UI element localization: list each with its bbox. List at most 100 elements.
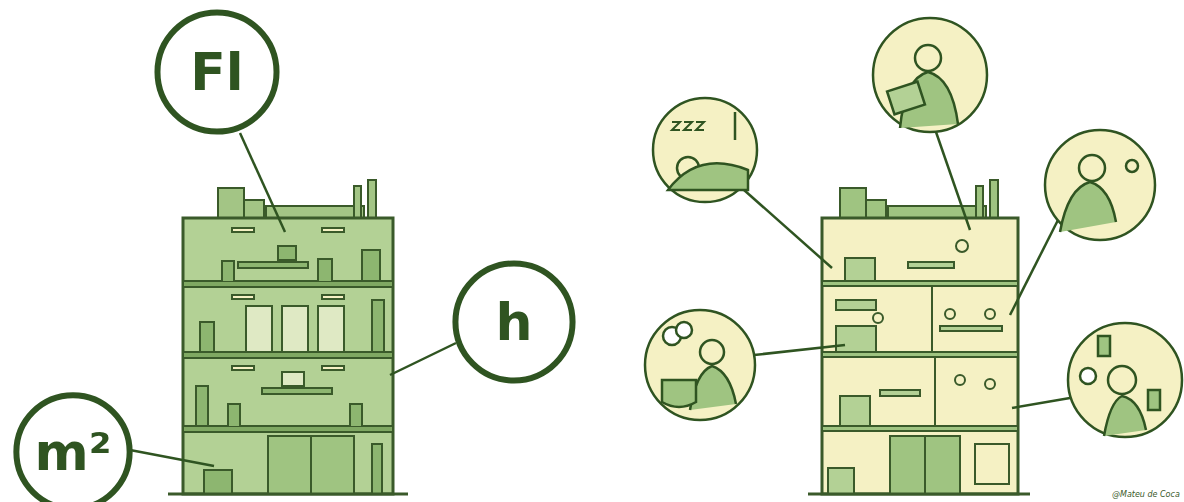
leader-line-part bbox=[1012, 398, 1070, 408]
left-building-part bbox=[372, 444, 382, 494]
vignette-sleeping bbox=[653, 98, 757, 202]
vignette-exercising-part bbox=[1104, 396, 1146, 436]
left-building-part bbox=[268, 436, 354, 494]
right-building-part bbox=[956, 240, 968, 252]
right-building-part bbox=[955, 375, 965, 385]
vignette-eating-part bbox=[1045, 130, 1155, 240]
right-building-part bbox=[880, 390, 920, 396]
right-building-part bbox=[890, 436, 960, 494]
vignette-working bbox=[873, 18, 987, 132]
left-building-part bbox=[362, 250, 380, 281]
leader-line-part bbox=[240, 133, 285, 232]
vignette-exercising-part bbox=[1098, 336, 1110, 356]
circle-shape bbox=[455, 263, 572, 380]
left-building-part bbox=[218, 188, 244, 218]
left-building-part bbox=[282, 306, 308, 352]
vignette-sleeping-part bbox=[653, 98, 757, 202]
callout-circle: Fl bbox=[155, 10, 279, 134]
right-building-part bbox=[873, 313, 883, 323]
right-building-part bbox=[822, 218, 1018, 494]
left-building-part bbox=[368, 180, 376, 218]
left-building-part bbox=[318, 306, 344, 352]
left-building-part bbox=[246, 306, 272, 352]
right-building-part bbox=[945, 309, 955, 319]
leader-line-part bbox=[390, 343, 456, 375]
right-building-part bbox=[976, 186, 983, 218]
vignette-eating-part bbox=[1079, 155, 1105, 181]
left-building-part bbox=[204, 470, 232, 494]
vignette-working-part bbox=[873, 18, 987, 132]
vignette-exercising-part bbox=[1080, 368, 1096, 384]
right-building bbox=[808, 180, 1030, 494]
right-building-part bbox=[828, 468, 854, 494]
left-building-part bbox=[228, 404, 362, 426]
left-building-part bbox=[244, 200, 264, 218]
callout-symbol: Fl bbox=[190, 46, 243, 98]
vignette-eating bbox=[1045, 130, 1155, 240]
vignette-working-part bbox=[915, 45, 941, 71]
left-building-part bbox=[322, 366, 344, 370]
left-building-part bbox=[322, 228, 344, 232]
leader-line bbox=[744, 132, 1070, 408]
watermark: @Mateu de Coca bbox=[1112, 490, 1180, 499]
vignette-cooking bbox=[645, 310, 755, 420]
right-building-part bbox=[866, 200, 886, 218]
right-building-part bbox=[888, 206, 986, 218]
left-building-part bbox=[222, 259, 332, 281]
left-building-part bbox=[196, 386, 208, 426]
vignette-sleeping-part bbox=[672, 122, 704, 130]
right-building-part bbox=[940, 326, 1002, 331]
vignette-eating-part bbox=[1060, 182, 1116, 232]
right-building-part bbox=[840, 396, 870, 426]
leader-line-part bbox=[1010, 220, 1058, 315]
left-building-part bbox=[354, 186, 361, 218]
leader-line-part bbox=[130, 450, 214, 466]
left-building-part bbox=[266, 206, 364, 218]
left-building-part bbox=[232, 295, 254, 299]
circle-shape bbox=[157, 12, 276, 131]
callout-symbol: h bbox=[495, 296, 532, 348]
callout-symbol: m² bbox=[35, 426, 112, 478]
vignette-sleeping-part bbox=[734, 112, 737, 140]
vignette-exercising-part bbox=[1108, 366, 1136, 394]
vignette-sleeping-part bbox=[668, 163, 748, 190]
right-building-part bbox=[990, 180, 998, 218]
vignette-exercising bbox=[1068, 323, 1182, 437]
vignette-working-part bbox=[887, 82, 925, 115]
callout-circle: h bbox=[453, 261, 575, 383]
left-building-part bbox=[372, 300, 384, 352]
right-building-part bbox=[808, 493, 1030, 496]
left-building-part bbox=[232, 228, 254, 232]
left-building-part bbox=[232, 366, 254, 370]
right-building-part bbox=[845, 258, 875, 281]
right-building-part bbox=[840, 188, 866, 218]
left-building-part bbox=[262, 388, 332, 394]
left-building-part bbox=[310, 436, 312, 494]
right-building-part bbox=[934, 357, 936, 426]
right-building-part bbox=[836, 326, 876, 352]
left-building bbox=[168, 180, 408, 494]
vignette-exercising-part bbox=[1068, 323, 1182, 437]
right-building-part bbox=[924, 436, 926, 494]
right-building-part bbox=[836, 300, 876, 310]
leader-line bbox=[130, 133, 456, 466]
left-building-part bbox=[183, 218, 393, 494]
vignette-cooking-part bbox=[645, 310, 755, 420]
right-building-part bbox=[985, 309, 995, 319]
right-building-part bbox=[975, 444, 1009, 484]
right-building-part bbox=[985, 379, 995, 389]
vignette-cooking-part bbox=[676, 322, 692, 338]
vignette-cooking-part bbox=[700, 340, 724, 364]
left-building-part bbox=[278, 246, 296, 260]
left-building-part bbox=[282, 372, 304, 386]
left-building-part bbox=[322, 295, 344, 299]
left-building-part bbox=[200, 322, 214, 352]
vignette-exercising-part bbox=[1148, 390, 1160, 410]
vignette-eating-part bbox=[1126, 160, 1138, 172]
left-building-part bbox=[238, 262, 308, 268]
leader-line-part bbox=[754, 345, 845, 355]
vignette-cooking-part bbox=[662, 380, 696, 407]
leader-line-part bbox=[744, 190, 832, 268]
leader-line-part bbox=[936, 132, 970, 230]
